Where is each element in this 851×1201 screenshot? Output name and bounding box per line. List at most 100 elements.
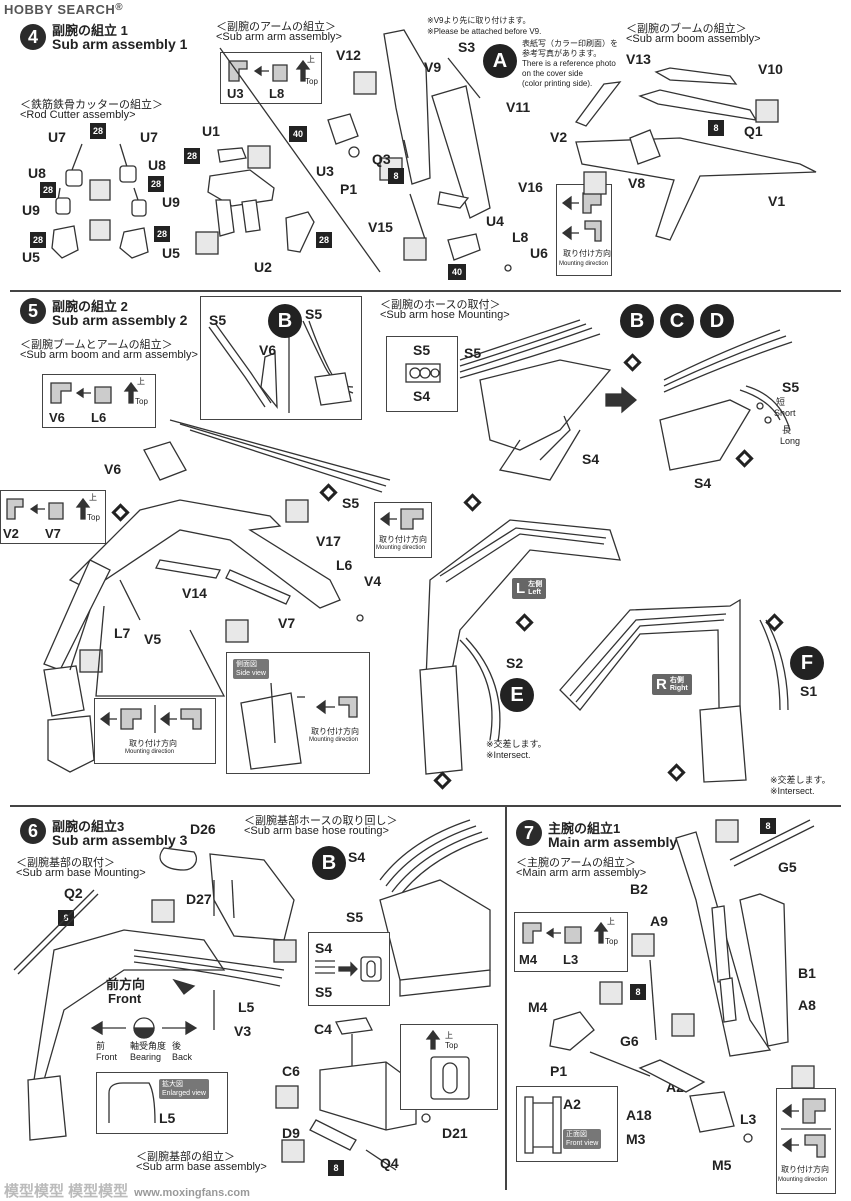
part-label-u7-right: U7: [140, 129, 158, 145]
front-view-en: Front view: [566, 1140, 599, 1147]
rod-cutter-illustration: [51, 143, 149, 259]
mounting-direction-diagram: [781, 1098, 831, 1158]
part-label-d27: D27: [186, 891, 212, 907]
left-side-en: Left: [528, 589, 542, 597]
part-label-s5: S5: [413, 342, 431, 358]
hose-routing-title-jp: ＜副腕基部ホースの取り回し＞: [244, 815, 398, 827]
part-label-q2: Q2: [64, 885, 83, 901]
reference-marker-b: B: [620, 304, 654, 338]
section-divider-top: [10, 290, 841, 292]
top-label-jp: 上: [607, 917, 615, 926]
left-side-jp: 左側: [528, 581, 543, 589]
part-label-s4: S4: [582, 451, 600, 467]
part-label-u7-left: U7: [48, 129, 66, 145]
hose-connection-marker: [463, 493, 482, 512]
top-label-en: Top: [87, 513, 100, 522]
part-label-l3: L3: [740, 1111, 757, 1127]
front-label-en: Front: [108, 991, 142, 1006]
part-label-v17: V17: [316, 533, 341, 549]
bearing-back-jp: 後: [172, 1041, 182, 1051]
hose-routing-illustration: [379, 819, 491, 997]
hose-routing-left-right-illustration: [419, 519, 789, 783]
part-label-u2: U2: [254, 259, 272, 275]
reference-marker-b: B: [268, 304, 302, 338]
mounting-direction-diagram: [99, 705, 202, 733]
brand-logo: HOBBY SEARCH®: [4, 2, 123, 17]
main-arm-illustration: [549, 819, 815, 1143]
enlarged-view-diagram: [108, 1082, 156, 1124]
part-label-l6: L6: [91, 410, 107, 425]
step-title-jp: 副腕の組立3: [52, 819, 125, 834]
sub-arm-arm-title-jp: ＜副腕のアームの組立＞: [216, 21, 337, 33]
section-divider-vertical: [505, 805, 507, 1190]
enlarged-view-jp: 拡大図: [162, 1081, 183, 1088]
quantity-badge: 8: [630, 984, 646, 1000]
part-label-u5-right: U5: [162, 245, 180, 261]
part-label-v15: V15: [368, 219, 393, 235]
sub-arm-parts-u1-u2-illustration: [195, 145, 315, 255]
paint-code-badge: 28: [184, 148, 200, 164]
side-view-diagram: [240, 682, 358, 770]
hose-title-jp: ＜副腕のホースの取付＞: [380, 299, 501, 311]
part-label-l6: L6: [336, 557, 353, 573]
brand-registered-mark: ®: [115, 2, 124, 13]
hose-insert-diagram: [315, 956, 382, 982]
part-label-v14: V14: [182, 585, 207, 601]
reference-marker-e: E: [500, 678, 534, 712]
base-mount-title-jp: ＜副腕基部の取付＞: [16, 857, 115, 869]
part-label-v6: V6: [104, 461, 122, 477]
part-label-d21: D21: [442, 1125, 468, 1141]
brand-name: HOBBY SEARCH: [4, 2, 116, 17]
front-view-diagram: [524, 1096, 562, 1154]
part-label-g5: G5: [778, 859, 797, 875]
part-label-a2: A2: [563, 1096, 581, 1112]
step-number: 7: [516, 820, 542, 846]
paint-code-badge: 28: [90, 123, 106, 139]
part-label-v2: V2: [550, 129, 568, 145]
reference-marker-f: F: [790, 646, 824, 680]
part-label-s4: S4: [315, 940, 333, 956]
hose-rings-diagram: [405, 363, 441, 383]
reference-marker-d: D: [700, 304, 734, 338]
sub-arm-arm-illustration: [219, 29, 512, 273]
part-label-u5-left: U5: [22, 249, 40, 265]
part-label-v9: V9: [424, 59, 442, 75]
part-label-a9: A9: [650, 913, 668, 929]
part-label-s1: S1: [800, 683, 818, 699]
part-label-v3: V3: [234, 1023, 252, 1039]
part-label-c6: C6: [282, 1063, 300, 1079]
part-label-l3: L3: [563, 952, 579, 967]
watermark-text: 模型模型 模型模型: [4, 1183, 129, 1200]
hose-routing-title-en: <Sub arm base hose routing>: [244, 825, 389, 837]
bearing-back-en: Back: [172, 1052, 193, 1062]
short-hose-jp: 短: [776, 397, 786, 407]
intersect-note-jp: ※交差します。: [770, 775, 831, 785]
part-label-s4: S4: [348, 849, 366, 865]
part-label-q3: Q3: [372, 151, 391, 167]
orientation-diagram: [6, 497, 91, 520]
note-ref-jp1: 表紙写（カラー印刷面）を: [522, 39, 618, 48]
step-title-en: Sub arm assembly 2: [52, 312, 188, 328]
paint-code-badge: 28: [148, 176, 164, 192]
bearing-front-jp: 前: [96, 1041, 106, 1051]
bearing-angle-jp: 軸受角度: [130, 1041, 167, 1051]
section-divider-bottom: [10, 805, 841, 807]
mounting-direction-en: Mounting direction: [125, 749, 175, 755]
arm-assembly-title-jp: ＜主腕のアームの組立＞: [516, 857, 637, 869]
part-label-a8: A8: [798, 997, 816, 1013]
right-side-letter: R: [656, 676, 667, 693]
reference-marker-c: C: [660, 304, 694, 338]
step-title-jp: 副腕の組立 1: [52, 23, 128, 38]
part-label-b1: B1: [798, 965, 816, 981]
mounting-direction-jp: 取り付け方向: [379, 535, 427, 544]
side-view-jp: 側面図: [236, 661, 257, 668]
part-label-v16: V16: [518, 179, 543, 195]
part-label-b2: B2: [630, 881, 648, 897]
part-label-v13: V13: [626, 51, 651, 67]
top-label-jp: 上: [307, 55, 315, 64]
paint-code-badge: 40: [448, 264, 466, 280]
